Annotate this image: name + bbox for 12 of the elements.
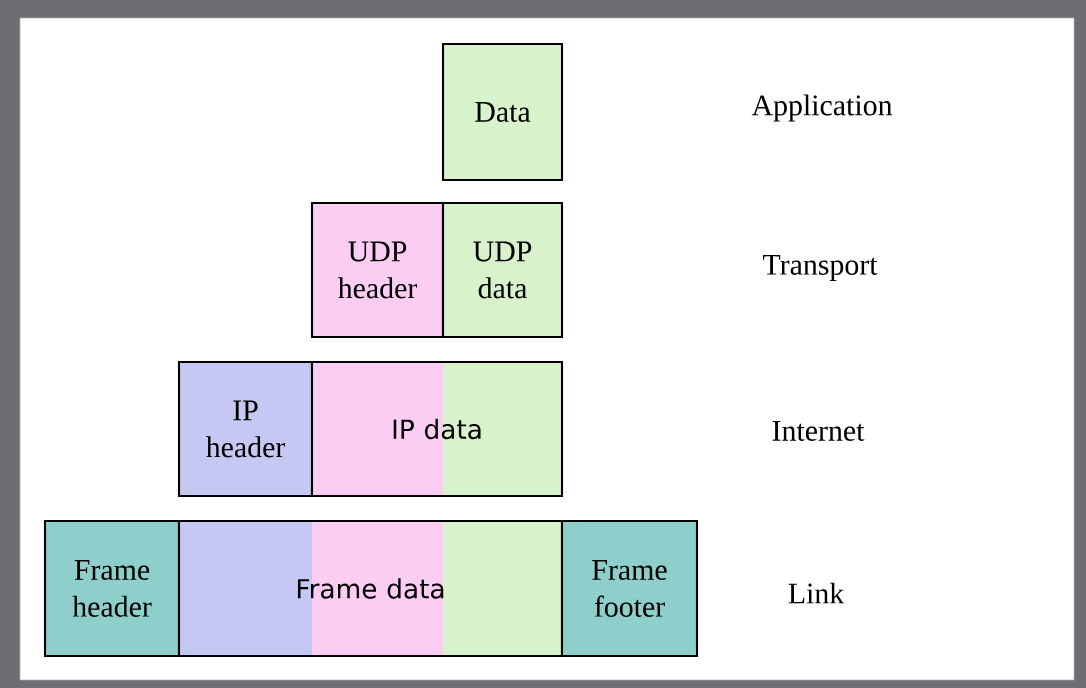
packet-field-box: UDP data (441, 201, 564, 339)
layer-label: Transport (763, 255, 878, 281)
packet-field-box: UDP header (310, 201, 445, 339)
layer-label: Application (751, 94, 893, 122)
packet-field-box: IP header (177, 360, 314, 498)
packet-field-box: Data (441, 42, 564, 182)
layer-label: Internet (772, 421, 865, 441)
packet-field-box: Frame data (177, 519, 564, 658)
packet-field-box: Frame footer (560, 519, 699, 658)
packet-field-box: IP data (310, 360, 564, 498)
layer-label: Link (788, 582, 845, 604)
packet-field-box: Frame header (43, 519, 181, 658)
